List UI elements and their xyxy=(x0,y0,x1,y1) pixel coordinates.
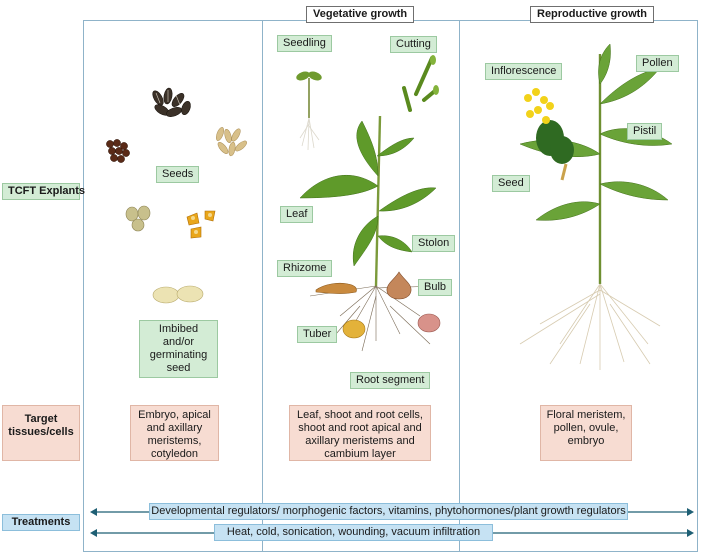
treatment-physical: Heat, cold, sonication, wounding, vacuum… xyxy=(214,524,493,541)
row-label-target: Target tissues/cells xyxy=(2,405,80,461)
row-label-explants: TCFT Explants xyxy=(2,183,85,200)
rhizome-illustration xyxy=(315,282,357,294)
corn-seeds-illustration xyxy=(186,210,216,239)
reproductive-target-tissues: Floral meristem, pollen, ovule, embryo xyxy=(540,405,632,461)
bulb-illustration xyxy=(386,271,412,300)
imbibed-seed-illustration xyxy=(152,285,204,304)
imbibed-seed-label: Imbibed and/or germinating seed xyxy=(139,320,218,378)
cutting-illustration xyxy=(402,55,439,112)
row-label-treatments: Treatments xyxy=(2,514,80,531)
potato-illustration xyxy=(417,313,441,333)
cutting-label: Cutting xyxy=(390,36,437,53)
seeds-label: Seeds xyxy=(156,166,200,183)
vegetative-target-tissues: Leaf, shoot and root cells, shoot and ro… xyxy=(289,405,431,461)
bulb-label: Bulb xyxy=(418,279,453,296)
rice-seeds-illustration xyxy=(216,127,247,157)
seed-label: Seed xyxy=(492,175,530,192)
seeds-target-tissues: Embryo, apical and axillary meristems, c… xyxy=(130,405,219,461)
tuber-illustration xyxy=(342,319,366,339)
vegetative-header: Vegetative growth xyxy=(306,6,415,23)
pea-seeds-illustration xyxy=(106,139,130,163)
tuber-label: Tuber xyxy=(297,326,338,343)
leaf-label: Leaf xyxy=(280,206,314,223)
pistil-label: Pistil xyxy=(627,123,663,140)
seedling-label: Seedling xyxy=(277,35,332,52)
treatment-regulators: Developmental regulators/ morphogenic fa… xyxy=(149,503,628,520)
bean-seeds-illustration xyxy=(125,205,151,232)
reproductive-header: Reproductive growth xyxy=(530,6,655,23)
sunflower-seeds-illustration xyxy=(152,87,191,117)
pollen-label: Pollen xyxy=(636,55,679,72)
reproductive-plant-illustration xyxy=(519,43,673,370)
seedling-illustration xyxy=(296,71,322,151)
vegetative-plant-illustration xyxy=(299,115,441,352)
rhizome-label: Rhizome xyxy=(277,260,333,277)
root-segment-label: Root segment xyxy=(350,372,431,389)
inflorescence-label: Inflorescence xyxy=(485,63,563,80)
stolon-label: Stolon xyxy=(412,235,456,252)
